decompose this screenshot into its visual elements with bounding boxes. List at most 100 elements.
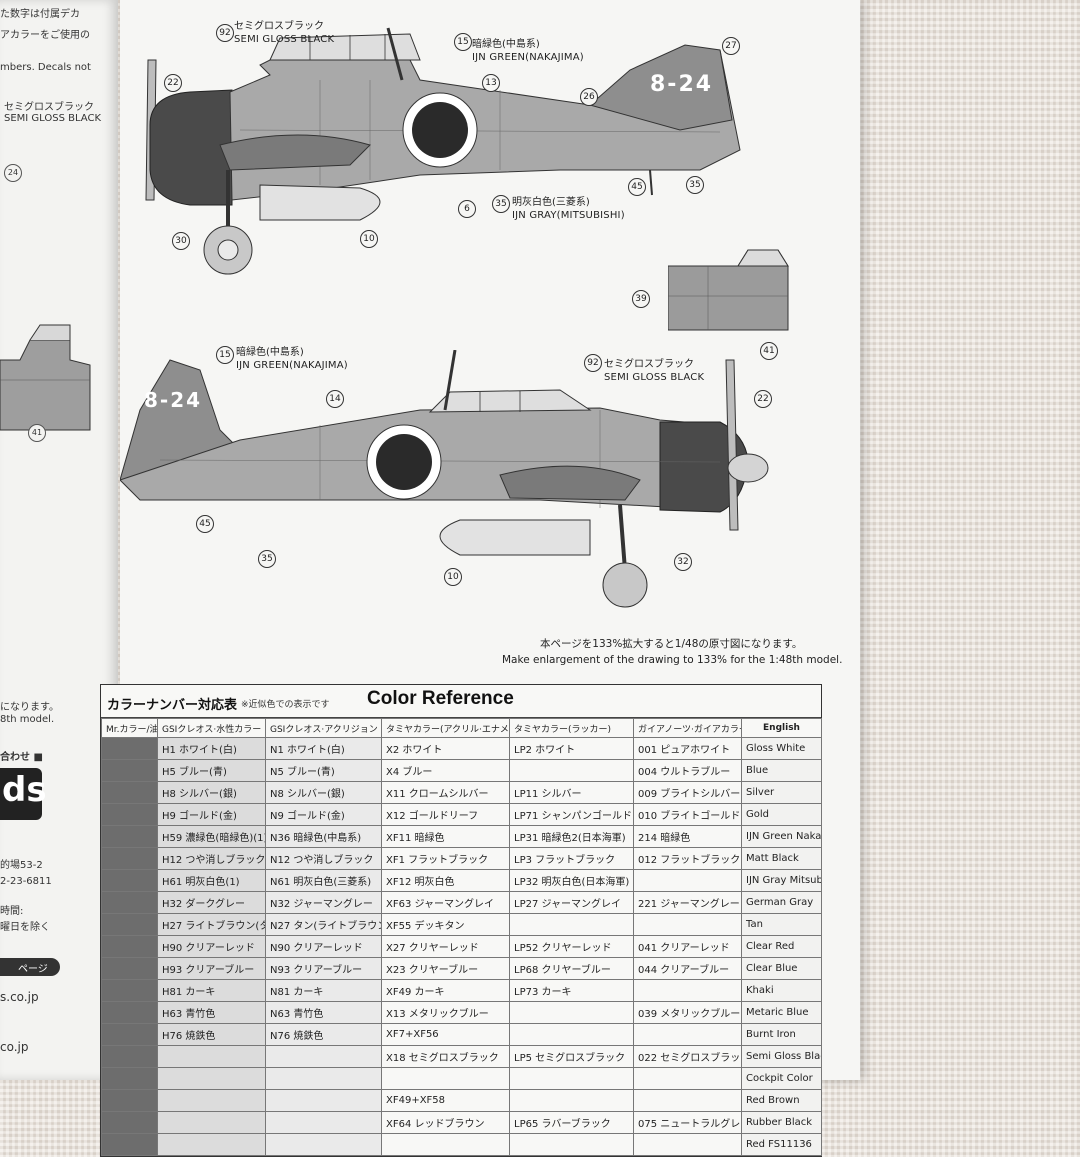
table-cell: N5 ブルー(青)	[265, 759, 382, 782]
part-number: 35	[258, 550, 276, 568]
table-cell: N8 シルバー(銀)	[265, 781, 382, 804]
left-fragment: 2-23-6811	[0, 876, 52, 887]
column-header: English	[741, 718, 822, 738]
table-cell: X11 クロームシルバー	[381, 781, 510, 804]
part-number: 30	[172, 232, 190, 250]
brand-logo-fragment: ds	[0, 768, 47, 820]
scale-note-jp: 本ページを133%拡大すると1/48の原寸図になります。	[540, 638, 803, 650]
table-cell: H9 ゴールド(金)	[157, 803, 266, 826]
table-cell: 041 クリアーレッド	[633, 935, 742, 958]
table-cell: H8 シルバー(銀)	[157, 781, 266, 804]
tail-code: 8-24	[144, 388, 203, 412]
table-cell: XF55 デッキタン	[381, 913, 510, 936]
table-cell: H81 カーキ	[157, 979, 266, 1002]
table-cell: XF12 明灰白色	[381, 869, 510, 892]
table-cell: 221 ジャーマングレー	[633, 891, 742, 914]
table-cell: 010 ブライトゴールド	[633, 803, 742, 826]
table-cell	[101, 869, 158, 892]
paint-number-badge: 15	[454, 33, 472, 51]
table-cell	[509, 913, 634, 936]
color-grid: Mr.カラー/油性GSIクレオス·水性カラーGSIクレオス·アクリジョンタミヤカ…	[101, 718, 822, 1156]
table-cell: LP2 ホワイト	[509, 737, 634, 760]
part-number: 35	[686, 176, 704, 194]
part-number: 41	[760, 342, 778, 360]
table-cell	[633, 1089, 742, 1112]
table-cell	[101, 957, 158, 980]
table-cell	[101, 913, 158, 936]
table-cell: Silver	[741, 781, 822, 804]
cockpit-detail-drawing	[668, 249, 789, 331]
table-cell: LP32 明灰白色(日本海軍)	[509, 869, 634, 892]
table-cell: H1 ホワイト(白)	[157, 737, 266, 760]
table-cell	[633, 1133, 742, 1156]
table-cell: Blue	[741, 759, 822, 782]
table-cell: X27 クリヤーレッド	[381, 935, 510, 958]
table-cell: IJN Green Nakajima	[741, 825, 822, 848]
left-fragment: SEMI GLOSS BLACK	[4, 113, 101, 124]
table-cell: Clear Red	[741, 935, 822, 958]
table-cell	[101, 1089, 158, 1112]
table-cell	[101, 1001, 158, 1024]
table-cell	[101, 1045, 158, 1068]
part-number: 45	[196, 515, 214, 533]
table-cell	[509, 1001, 634, 1024]
callout-ijn-green: 暗緑色(中島系) IJN GREEN(NAKAJIMA)	[236, 347, 348, 371]
table-cell	[509, 1133, 634, 1156]
paint-number-badge: 15	[216, 346, 234, 364]
table-cell: N36 暗緑色(中島系)	[265, 825, 382, 848]
table-cell	[101, 891, 158, 914]
table-cell: H5 ブルー(青)	[157, 759, 266, 782]
table-cell: N61 明灰白色(三菱系)	[265, 869, 382, 892]
table-cell: N9 ゴールド(金)	[265, 803, 382, 826]
table-cell: X13 メタリックブルー	[381, 1001, 510, 1024]
column-header: GSIクレオス·アクリジョン	[265, 718, 382, 738]
part-number: 10	[360, 230, 378, 248]
table-cell: Clear Blue	[741, 957, 822, 980]
left-fragment: セミグロスブラック	[4, 102, 94, 113]
table-cell	[101, 847, 158, 870]
table-cell: XF64 レッドブラウン	[381, 1111, 510, 1134]
paint-number-badge: 35	[492, 195, 510, 213]
left-fragment: mbers. Decals not	[0, 62, 91, 73]
table-cell	[265, 1133, 382, 1156]
table-cell: LP73 カーキ	[509, 979, 634, 1002]
table-cell	[509, 1023, 634, 1046]
table-cell	[101, 979, 158, 1002]
table-cell	[101, 1023, 158, 1046]
table-cell: X12 ゴールドリーフ	[381, 803, 510, 826]
table-cell: N63 青竹色	[265, 1001, 382, 1024]
aircraft-fragment-drawing	[0, 324, 91, 431]
table-cell	[633, 1067, 742, 1090]
part-number: 27	[722, 37, 740, 55]
table-cell: H12 つや消しブラック	[157, 847, 266, 870]
aircraft-left-side-drawing	[145, 27, 741, 275]
table-cell	[157, 1111, 266, 1134]
table-cell: H27 ライトブラウン(タン)	[157, 913, 266, 936]
part-number: 10	[444, 568, 462, 586]
part-number: 24	[4, 164, 22, 182]
left-fragment: アカラーをご使用の	[0, 30, 90, 41]
table-header: カラーナンバー対応表 ※近似色での表示です Color Reference	[101, 685, 821, 718]
table-cell: LP11 シルバー	[509, 781, 634, 804]
table-cell	[509, 759, 634, 782]
table-cell: N1 ホワイト(白)	[265, 737, 382, 760]
table-cell: XF49 カーキ	[381, 979, 510, 1002]
table-cell: Red FS11136	[741, 1133, 822, 1156]
table-column-headers: Mr.カラー/油性GSIクレオス·水性カラーGSIクレオス·アクリジョンタミヤカ…	[101, 718, 822, 738]
table-cell	[509, 1089, 634, 1112]
table-cell: Metaric Blue	[741, 1001, 822, 1024]
table-cell: N93 クリアーブルー	[265, 957, 382, 980]
left-fragment: になります。	[0, 702, 59, 713]
left-fragment: 曜日を除く	[0, 922, 50, 933]
table-cell	[157, 1133, 266, 1156]
callout-ijn-gray: 明灰白色(三菱系) IJN GRAY(MITSUBISHI)	[512, 197, 625, 221]
table-cell: 039 メタリックブルー	[633, 1001, 742, 1024]
left-fragment: た数字は付属デカ	[0, 9, 80, 20]
table-cell: N76 焼鉄色	[265, 1023, 382, 1046]
